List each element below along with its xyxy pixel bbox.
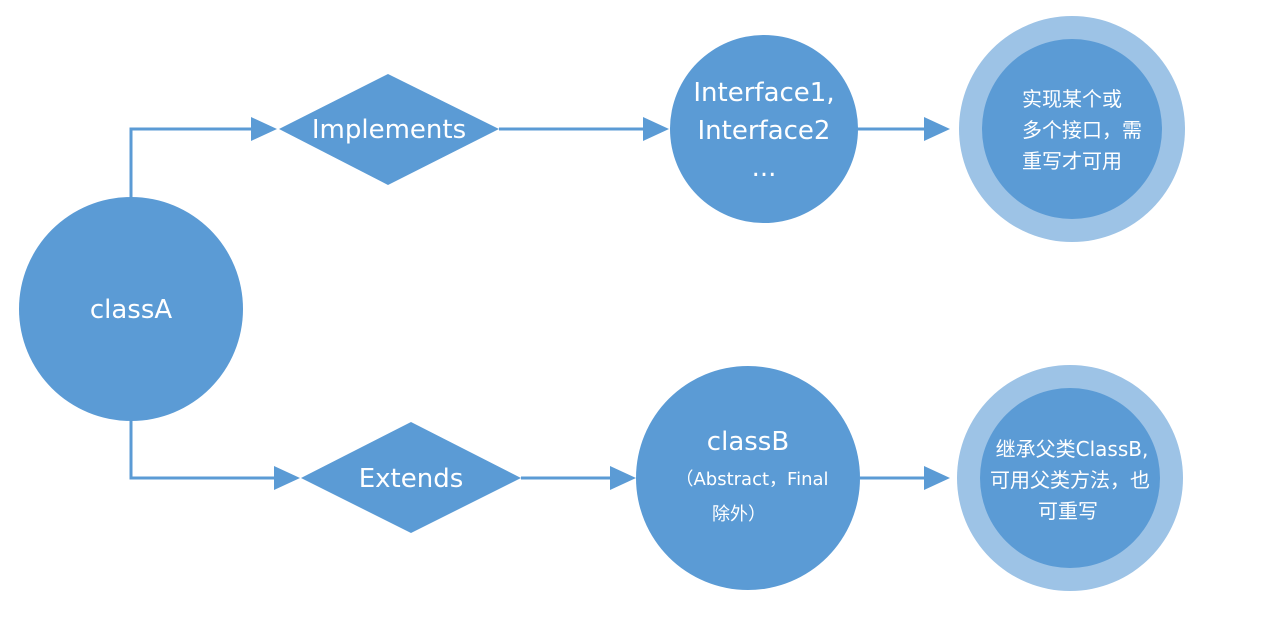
- note-implements-line-3: 重写才可用: [1022, 149, 1122, 173]
- arrowhead-icon: [924, 117, 950, 141]
- node-interfaces: Interface1, Interface2 ...: [670, 35, 858, 223]
- note-implements-line-2: 多个接口，需: [1022, 118, 1142, 142]
- implements-diamond: [279, 74, 499, 185]
- class-b-circle: [636, 366, 860, 590]
- interfaces-line-2: Interface2: [698, 116, 831, 146]
- arrowhead-icon: [251, 117, 277, 141]
- interfaces-circle: [670, 35, 858, 223]
- node-implements: Implements: [279, 74, 499, 185]
- class-b-exception: 除外）: [712, 504, 766, 525]
- class-b-subtitle: （Abstract，Final: [675, 469, 828, 490]
- arrowhead-icon: [274, 466, 300, 490]
- arrowhead-icon: [643, 117, 669, 141]
- note-extends-inner-circle: [980, 388, 1160, 568]
- node-class-a: classA: [19, 197, 243, 421]
- implements-label: Implements: [312, 115, 466, 145]
- node-note-implements: 实现某个或 多个接口，需 重写才可用: [959, 16, 1185, 242]
- arrowhead-icon: [924, 466, 950, 490]
- class-b-title: classB: [707, 427, 789, 457]
- note-extends-line-2: 可用父类方法，也: [990, 468, 1150, 492]
- connector-classa-to-extends: [129, 420, 278, 480]
- node-extends: Extends: [301, 422, 521, 533]
- interfaces-line-1: Interface1,: [693, 78, 834, 108]
- arrowheads: [251, 117, 950, 490]
- connectors: [129, 127, 925, 480]
- node-class-b: classB （Abstract，Final 除外）: [636, 366, 860, 590]
- interfaces-line-3: ...: [752, 153, 777, 183]
- note-extends-line-1: 继承父类ClassB,: [996, 437, 1149, 461]
- class-a-label: classA: [90, 295, 173, 325]
- class-a-circle: [19, 197, 243, 421]
- extends-label: Extends: [359, 464, 464, 494]
- note-implements-inner-circle: [982, 39, 1162, 219]
- note-extends-line-3: 可重写: [1038, 499, 1098, 523]
- node-note-extends: 继承父类ClassB, 可用父类方法，也 可重写: [957, 365, 1183, 591]
- extends-diamond: [301, 422, 521, 533]
- connector-classa-to-implements: [129, 127, 255, 198]
- note-implements-line-1: 实现某个或: [1022, 87, 1122, 111]
- arrowhead-icon: [610, 466, 636, 490]
